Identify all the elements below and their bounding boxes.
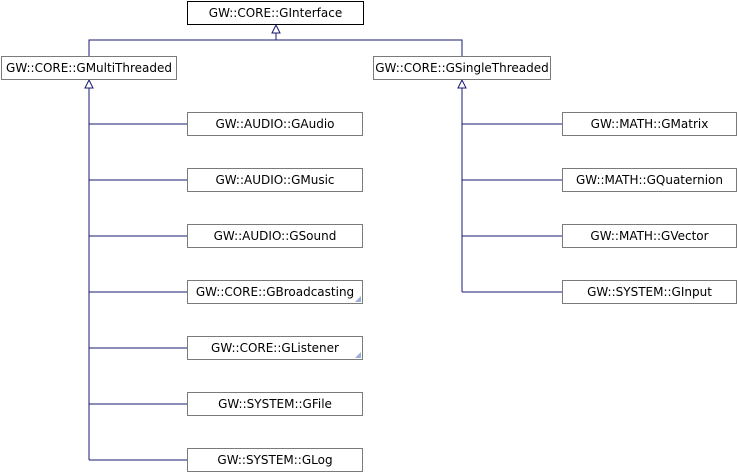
edge-gsinglethreaded-to-ginterface bbox=[276, 39, 463, 56]
node-gfile-label: GW::SYSTEM::GFile bbox=[218, 397, 332, 411]
node-gmultithreaded[interactable]: GW::CORE::GMultiThreaded bbox=[1, 56, 177, 80]
truncated-marker-icon bbox=[355, 296, 361, 302]
node-gvector-label: GW::MATH::GVector bbox=[590, 229, 709, 243]
truncated-marker-icon bbox=[355, 352, 361, 358]
node-gmusic[interactable]: GW::AUDIO::GMusic bbox=[187, 168, 363, 192]
node-gsound[interactable]: GW::AUDIO::GSound bbox=[187, 224, 363, 248]
node-gmultithreaded-label: GW::CORE::GMultiThreaded bbox=[6, 61, 172, 75]
node-gmatrix-label: GW::MATH::GMatrix bbox=[590, 117, 709, 131]
node-glistener[interactable]: GW::CORE::GListener bbox=[187, 336, 363, 360]
node-ginput[interactable]: GW::SYSTEM::GInput bbox=[562, 280, 737, 304]
node-gsinglethreaded[interactable]: GW::CORE::GSingleThreaded bbox=[373, 56, 551, 80]
node-glog-label: GW::SYSTEM::GLog bbox=[217, 453, 333, 467]
node-gmatrix[interactable]: GW::MATH::GMatrix bbox=[562, 112, 737, 136]
node-gbroadcasting[interactable]: GW::CORE::GBroadcasting bbox=[187, 280, 363, 304]
node-glistener-label: GW::CORE::GListener bbox=[211, 341, 339, 355]
node-ginterface-label: GW::CORE::GInterface bbox=[208, 6, 343, 20]
node-gmusic-label: GW::AUDIO::GMusic bbox=[215, 173, 335, 187]
node-gsound-label: GW::AUDIO::GSound bbox=[213, 229, 337, 243]
node-gaudio-label: GW::AUDIO::GAudio bbox=[215, 117, 335, 131]
node-gsinglethreaded-label: GW::CORE::GSingleThreaded bbox=[375, 61, 549, 75]
node-gfile[interactable]: GW::SYSTEM::GFile bbox=[187, 392, 363, 416]
node-gquaternion[interactable]: GW::MATH::GQuaternion bbox=[562, 168, 737, 192]
node-gbroadcasting-label: GW::CORE::GBroadcasting bbox=[195, 285, 355, 299]
node-ginput-label: GW::SYSTEM::GInput bbox=[587, 285, 712, 299]
node-gvector[interactable]: GW::MATH::GVector bbox=[562, 224, 737, 248]
node-glog[interactable]: GW::SYSTEM::GLog bbox=[187, 448, 363, 472]
node-gquaternion-label: GW::MATH::GQuaternion bbox=[575, 173, 724, 187]
edge-gmultithreaded-to-ginterface bbox=[88, 39, 276, 56]
node-ginterface[interactable]: GW::CORE::GInterface bbox=[187, 1, 364, 25]
node-gaudio[interactable]: GW::AUDIO::GAudio bbox=[187, 112, 363, 136]
